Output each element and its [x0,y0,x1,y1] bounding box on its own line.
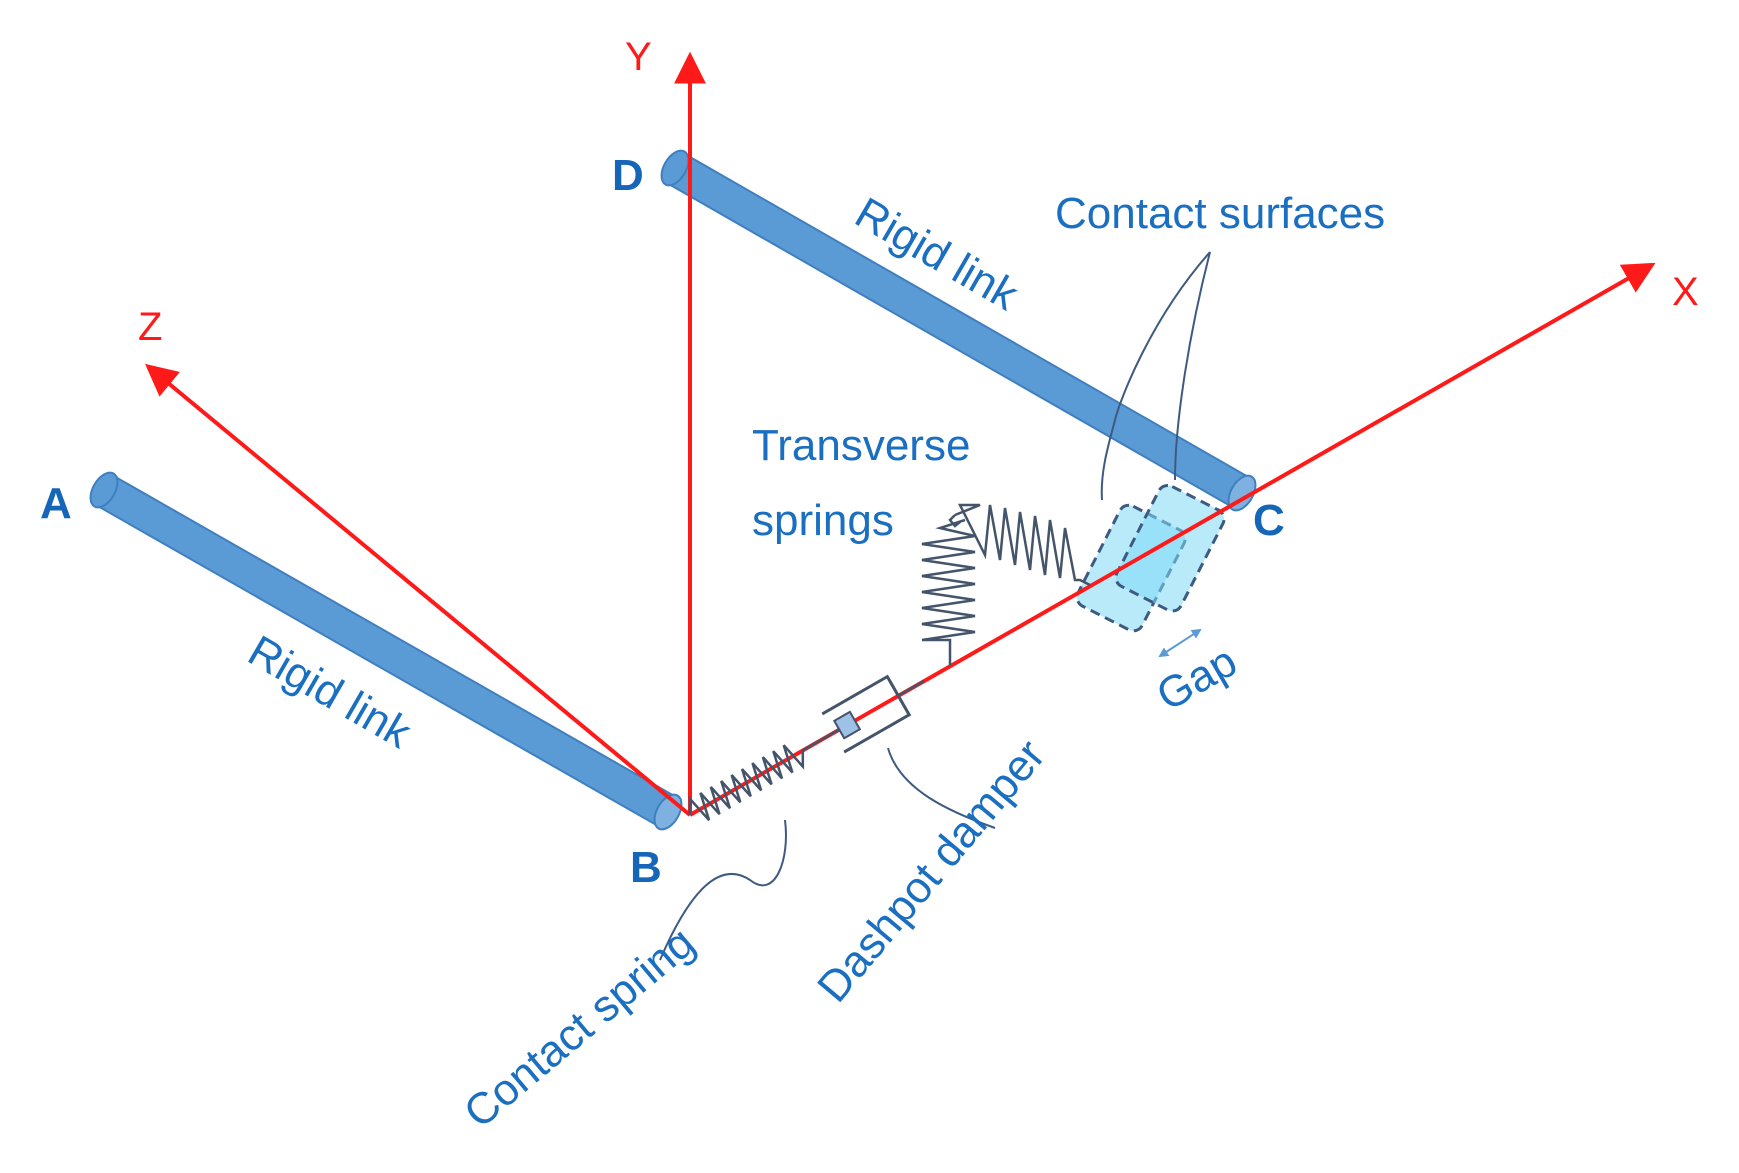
dashpot-leader [887,747,996,829]
gap-label: Gap [1149,637,1246,721]
transverse-springs-label-line2: springs [752,496,894,545]
dashpot-damper [819,674,925,754]
point-label-b: B [630,843,662,892]
contact-surfaces-leader-1 [1100,251,1211,501]
z-axis [145,363,692,817]
rigid-link-dc [660,149,1257,512]
axis-label-z: Z [138,305,162,349]
contact-spring [688,739,821,822]
contact-surfaces-label: Contact surfaces [1055,189,1385,238]
point-label-a: A [40,479,72,528]
contact-surfaces-leader-2 [1174,251,1211,481]
point-label-d: D [612,151,644,200]
axis-label-y: Y [625,35,652,79]
contact-spring-label: Contact spring [455,918,704,1138]
dashpot-damper-label: Dashpot damper [808,731,1055,1012]
rigid-link-ab [89,471,683,831]
point-label-c: C [1253,496,1285,545]
contact-spring-leader [659,819,787,961]
leader-lines [659,251,1211,961]
transverse-springs-label-line1: Transverse [752,421,970,470]
transverse-spring-horizontal [948,503,1091,587]
contact-surfaces [1075,483,1226,633]
transverse-spring-vertical [921,518,976,665]
gap-arrow [1158,628,1202,658]
axis-label-x: X [1672,270,1699,314]
